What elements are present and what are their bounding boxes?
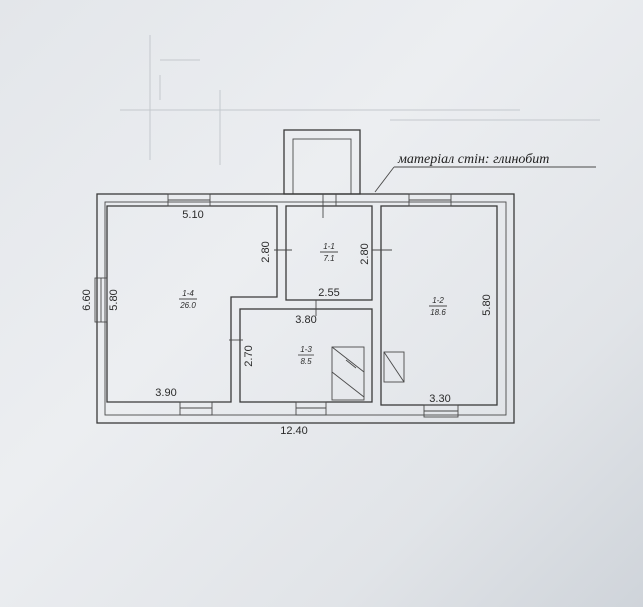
room-id: 1-2 — [432, 296, 444, 305]
room-label-1-2: 1-2 18.6 — [429, 296, 447, 317]
dim-total-width: 12.40 — [280, 425, 308, 437]
material-leader — [374, 166, 596, 193]
room-1-2-outline — [380, 205, 498, 406]
room-area: 8.5 — [300, 357, 312, 366]
room-id: 1-3 — [300, 345, 312, 354]
dim-bottom-left-width: 3.90 — [155, 387, 176, 399]
room-label-1-4: 1-4 26.0 — [179, 289, 197, 310]
material-note: матеріал стін: глинобит — [397, 152, 549, 167]
room-area: 26.0 — [179, 301, 196, 310]
dim-hall-left-height: 2.80 — [260, 241, 272, 262]
room-id: 1-4 — [182, 289, 194, 298]
porch — [283, 129, 361, 195]
dim-top-left-width: 5.10 — [182, 209, 203, 221]
dim-right-room-height: 5.80 — [481, 294, 493, 315]
room-area: 7.1 — [323, 254, 334, 263]
dim-hall-right-height: 2.80 — [359, 243, 371, 264]
faint-background-lines — [120, 35, 600, 165]
room-1-1-outline — [285, 205, 373, 301]
heater-icon — [383, 351, 405, 383]
dim-left-inner-height: 5.80 — [108, 289, 120, 310]
dim-left-outer-height: 6.60 — [81, 289, 93, 310]
room-id: 1-1 — [323, 242, 335, 251]
room-label-1-3: 1-3 8.5 — [298, 345, 314, 366]
dim-right-room-bottom-width: 3.30 — [429, 393, 450, 405]
door-markers — [229, 194, 392, 341]
room-1-4-outline — [106, 205, 278, 403]
room-label-1-1: 1-1 7.1 — [320, 242, 338, 263]
stove-icon — [331, 346, 365, 401]
dim-hall-bottom-width: 2.55 — [318, 287, 339, 299]
room-area: 18.6 — [430, 308, 446, 317]
windows — [94, 193, 459, 418]
dim-kitchen-top-width: 3.80 — [295, 314, 316, 326]
dim-kitchen-height: 2.70 — [243, 345, 255, 366]
